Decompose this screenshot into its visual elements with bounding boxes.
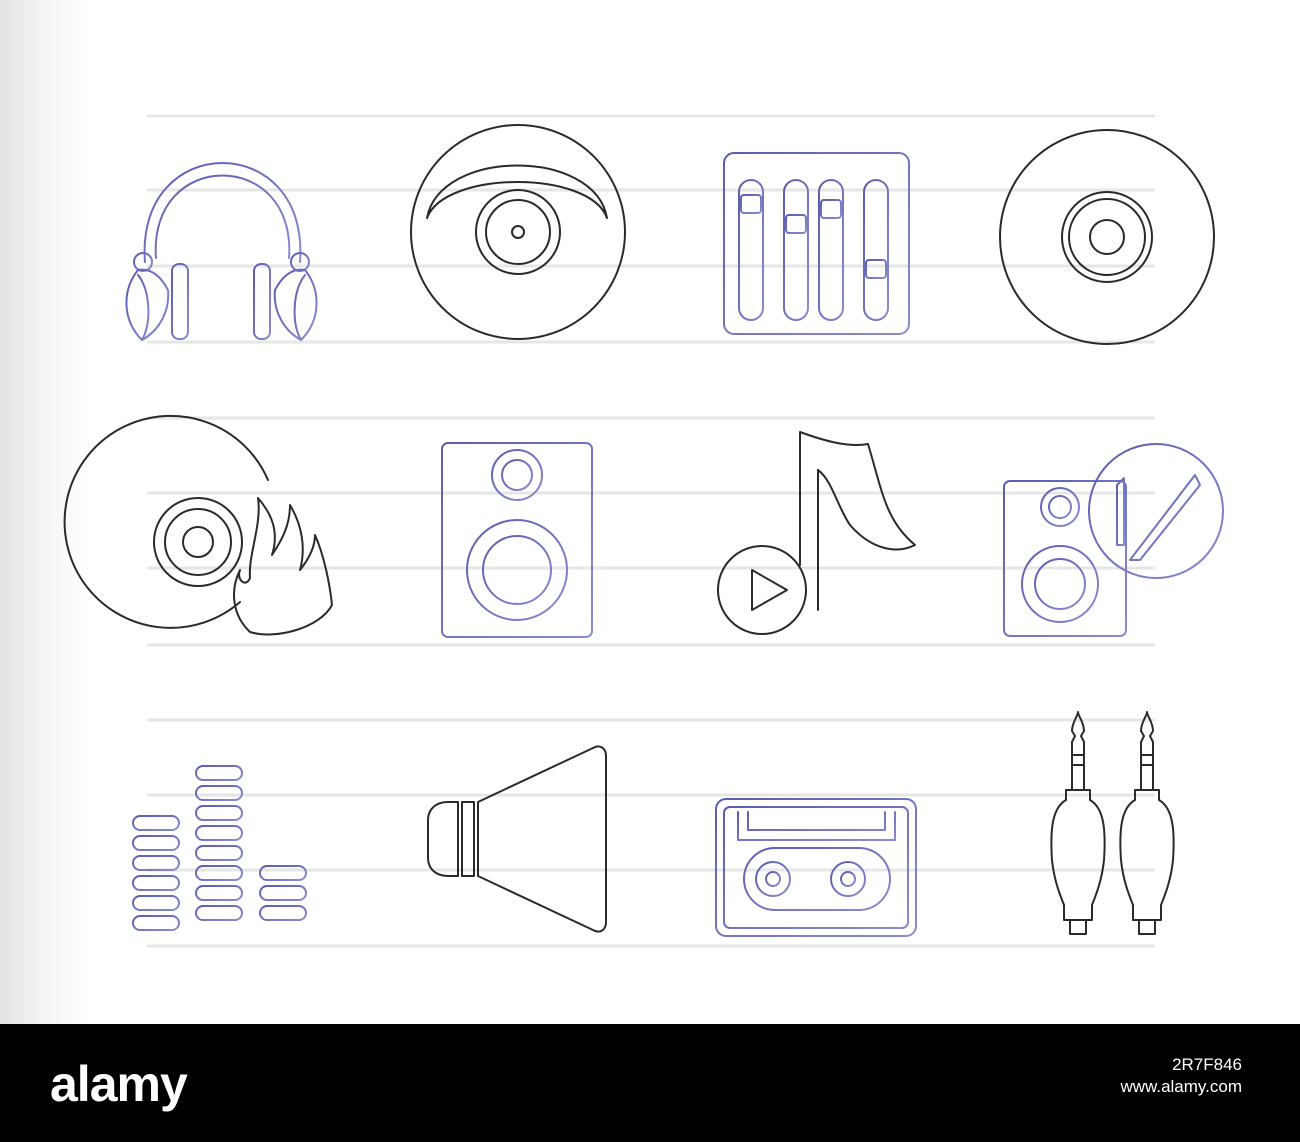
audio-jack-plugs-icon <box>1050 711 1175 935</box>
guide-lines <box>147 114 1155 948</box>
cassette-tape-icon <box>715 798 917 937</box>
equalizer-bars-icon <box>132 765 307 931</box>
icon-set-canvas <box>63 114 1224 948</box>
megaphone-speaker-icon <box>427 745 607 933</box>
cassette-reel-teeth <box>751 857 870 901</box>
speaker-mute-icon <box>1003 443 1224 637</box>
stock-image-id: 2R7F846 www.alamy.com <box>1120 1054 1242 1098</box>
loudspeaker-icon <box>441 442 593 638</box>
music-note-play-icon <box>717 431 916 635</box>
icon-sheet <box>0 0 1300 1024</box>
compact-disc-icon <box>999 129 1215 345</box>
stock-footer-bar <box>0 1024 1300 1142</box>
brand-logo: alamy <box>50 1056 188 1112</box>
vinyl-record-icon <box>410 124 626 340</box>
mixer-sliders-icon <box>723 152 910 335</box>
website-text: www.alamy.com <box>1120 1077 1242 1096</box>
headphones-icon <box>125 162 318 341</box>
burning-disc-icon <box>63 414 333 636</box>
image-id-text: 2R7F846 <box>1172 1055 1242 1074</box>
